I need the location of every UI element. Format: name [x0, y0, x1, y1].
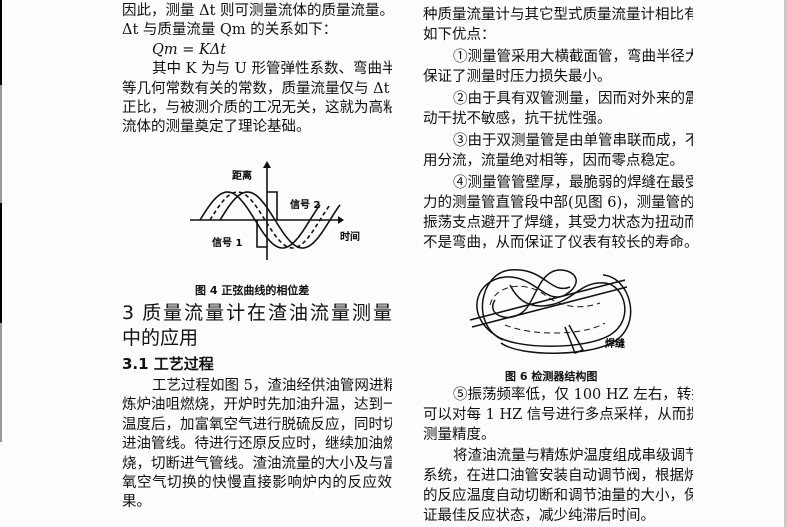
heading-line: 中的应用 — [122, 327, 199, 349]
formula: Qm = KΔt — [152, 41, 227, 58]
x-axis-arrow — [338, 216, 344, 224]
text-line: ⑤振荡频率低，仅 100 HZ 左右，转换器 — [453, 387, 693, 403]
left-column-top: 因此，测量 Δt 则可测量流体的质量流量。 Δt 与质量流量 Qm 的关系如下：… — [122, 2, 392, 138]
text-line: 等几何常数有关的常数，质量流量仅与 Δt 成 — [122, 80, 392, 97]
text-line: 烧，切断进气管线。渣油流量的大小及与富 — [122, 455, 392, 472]
signal-1-pulse — [256, 220, 267, 248]
signal-1-label: 信号 1 — [212, 236, 242, 249]
text-line: 温度后，加富氧空气进行脱硫反应，同时切断 — [122, 416, 392, 433]
figure-6-caption: 图 6 检测器结构图 — [505, 370, 598, 383]
signal-2-wave — [219, 191, 341, 249]
text-line: ①测量管采用大横截面管，弯曲半径大， — [453, 49, 693, 65]
text-line: ③由于双测量管是由单管串联而成，不 — [453, 133, 693, 149]
y-axis-arrow — [263, 161, 271, 168]
text-line: ②由于具有双管测量，因而对外来的震 — [453, 91, 693, 107]
weld-label: 焊缝 — [605, 337, 625, 350]
tube-loop-outer — [476, 269, 577, 336]
text-line: 氧空气切换的快慢直接影响炉内的反应效 — [122, 474, 392, 491]
text-line: 测量精度。 — [423, 426, 496, 443]
text-line: 如下优点： — [423, 27, 496, 43]
text-line: ④测量管管壁厚，最脆弱的焊缝在最受 — [453, 175, 693, 191]
right-column-bottom: ⑤振荡频率低，仅 100 HZ 左右，转换器 可以对每 1 HZ 信号进行多点采… — [423, 385, 693, 526]
heading-line: 3 质量流量计在渣油流量测量 — [122, 302, 392, 324]
figure-4-sine-phase: 距离 信号 2 信号 1 时间 — [190, 161, 360, 260]
text-line: 动干扰不敏感，抗干扰性强。 — [423, 111, 612, 127]
text-line: 力的测量管直管段中部(见图 6)，测量管的 — [423, 195, 693, 211]
scrollbar-track[interactable] — [784, 0, 787, 527]
figure-6-detector-structure: 焊缝 — [469, 269, 632, 354]
signal-2-pulse — [267, 191, 278, 220]
weld-pointer — [564, 324, 585, 354]
text-line: 证最佳反应状态，减少纯滞后时间。 — [423, 507, 655, 524]
scan-edge — [0, 203, 2, 323]
text-line: 因此，测量 Δt 则可测量流体的质量流量。 — [122, 3, 392, 19]
scan-edge — [0, 0, 2, 85]
x-axis-label: 时间 — [340, 230, 360, 243]
figure-4-caption: 图 4 正弦曲线的相位差 — [195, 284, 310, 297]
scan-edge — [0, 323, 2, 442]
text-line: 系统，在进口油管安装自动调节阀，根据炉内 — [423, 468, 693, 485]
left-column-paragraph: 工艺过程如图 5，渣油经供油管网进精 炼炉油咀燃烧，开炉时先加油升温，达到一定 … — [122, 377, 392, 513]
text-line: 其中 K 为与 U 形管弹性系数、弯曲半径 — [152, 61, 392, 78]
text-line: Δt 与质量流量 Qm 的关系如下： — [122, 22, 338, 39]
text-line: 正比，与被测介质的工况无关，这就为高粘度 — [122, 99, 392, 116]
scan-edge — [0, 85, 2, 203]
signal-1-wave — [199, 191, 321, 249]
text-line: 将渣油流量与精炼炉温度组成串级调节 — [453, 448, 693, 465]
text-line: 保证了测量时压力损失最小。 — [423, 69, 612, 85]
subsection-heading: 3.1 工艺过程 — [122, 355, 214, 373]
text-line: 果。 — [122, 494, 151, 511]
text-line: 振荡支点避开了焊缝，其受力状态为扭动而 — [423, 215, 693, 231]
text-line: 用分流，流量绝对相等，因而零点稳定。 — [423, 153, 684, 169]
right-column-top: 种质量流量计与其它型式质量流量计相比有 如下优点： ①测量管采用大横截面管，弯曲… — [423, 5, 693, 253]
text-line: 可以对每 1 HZ 信号进行多点采样，从而提高 — [423, 406, 693, 423]
y-axis-label: 距离 — [232, 169, 252, 182]
text-line: 的反应温度自动切断和调节油量的大小，保 — [423, 487, 693, 504]
text-line: 种质量流量计与其它型式质量流量计相比有 — [423, 7, 693, 23]
text-line: 流体的测量奠定了理论基础。 — [122, 119, 311, 136]
section-heading: 3 质量流量计在渣油流量测量 中的应用 — [122, 301, 392, 351]
tube-loop-lower — [494, 282, 626, 347]
text-line: 工艺过程如图 5，渣油经供油管网进精 — [152, 378, 392, 394]
text-line: 炼炉油咀燃烧，开炉时先加油升温，达到一定 — [122, 397, 392, 414]
text-line: 进油管线。待进行还原反应时，继续加油燃 — [122, 436, 392, 453]
signal-2-label: 信号 2 — [290, 198, 320, 211]
text-line: 不是弯曲，从而保证了仪表有较长的寿命。 — [423, 235, 693, 251]
